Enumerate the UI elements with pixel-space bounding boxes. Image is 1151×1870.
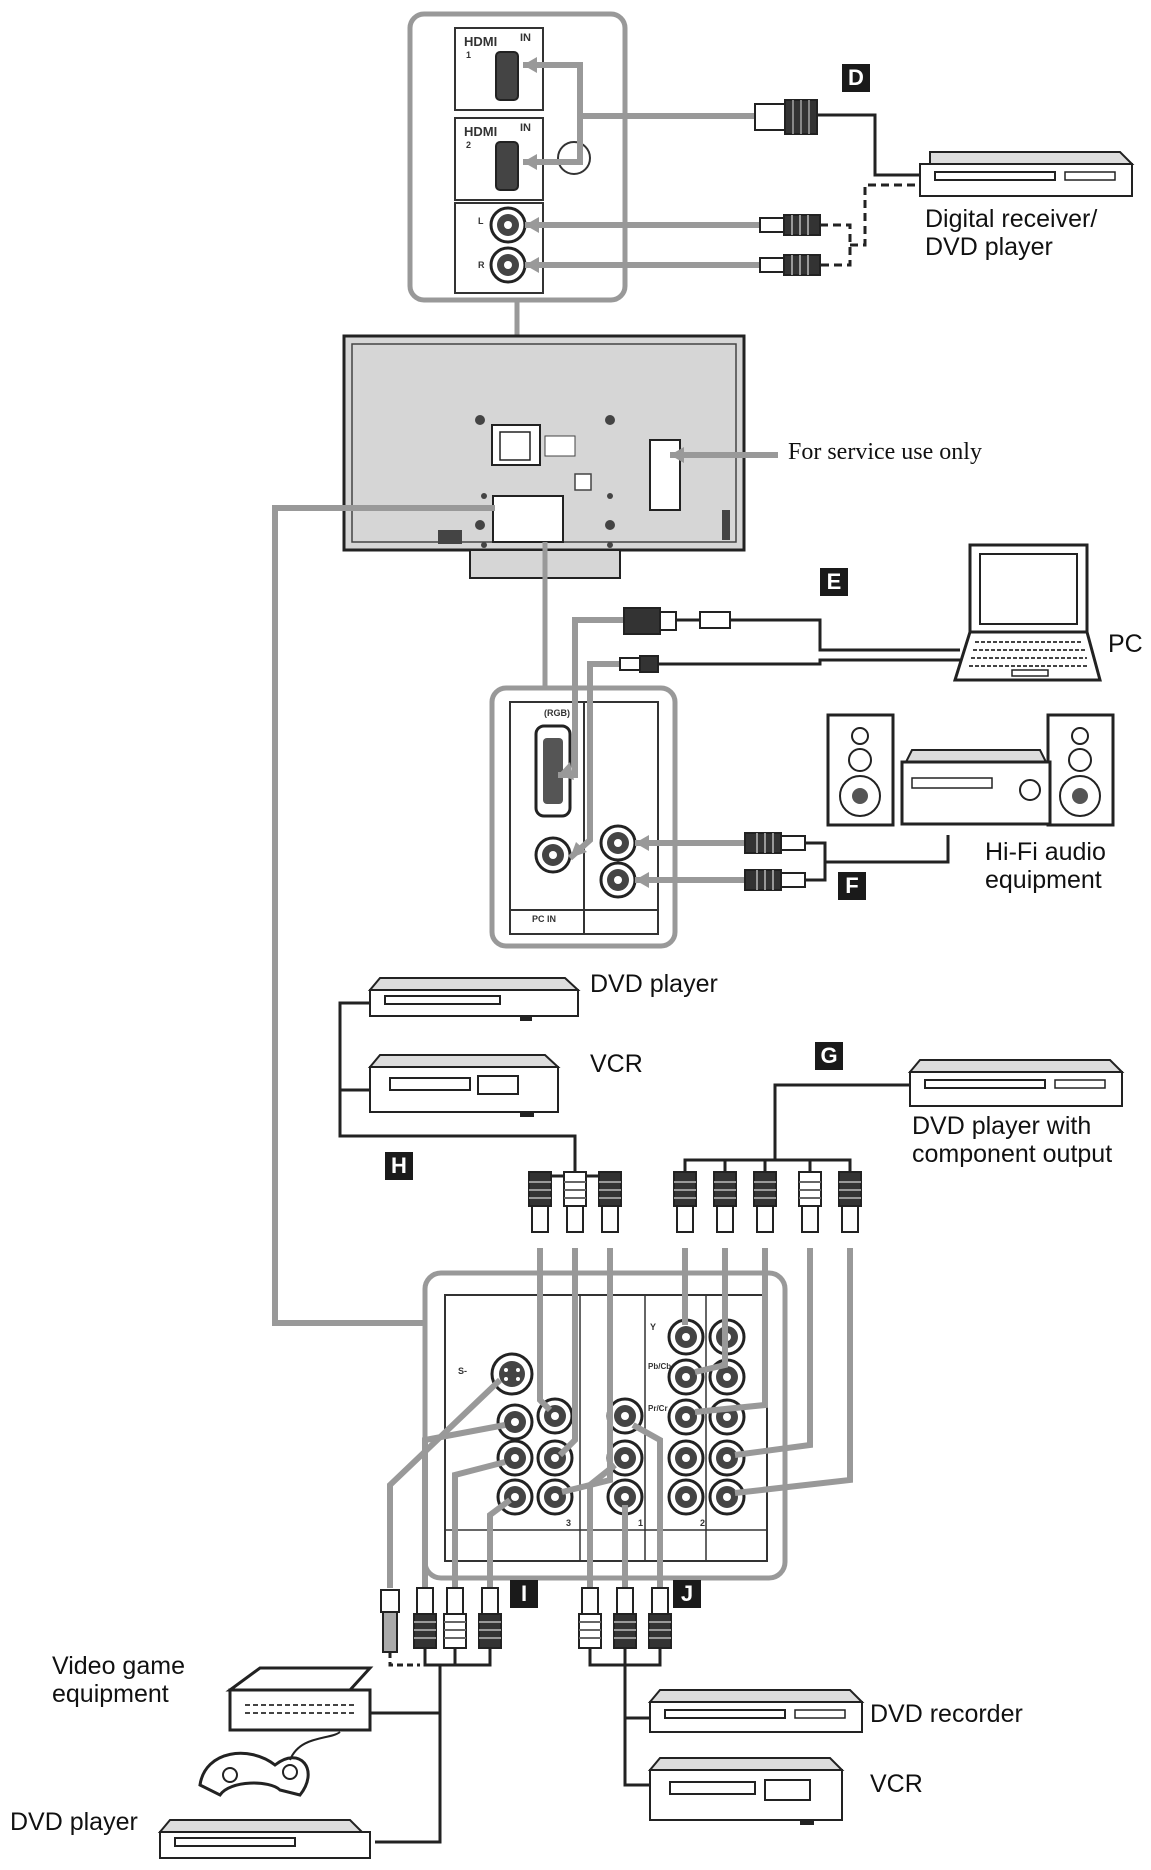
dvd-component-label-1: DVD player with xyxy=(912,1112,1092,1140)
hdmi-1-port xyxy=(495,51,519,101)
dvd-component-device xyxy=(907,1059,1125,1107)
hifi-device xyxy=(826,713,1115,827)
hdmi-audio-l-jack xyxy=(489,206,527,244)
laptop-device xyxy=(952,543,1102,682)
hdmi-1-in: IN xyxy=(520,32,531,44)
dvd-component-label-2: component output xyxy=(912,1140,1113,1168)
audio-out-r-jack xyxy=(599,861,637,899)
hifi-label-2: equipment xyxy=(985,866,1102,894)
dvd-player-bottom-device xyxy=(157,1819,371,1859)
marker-e: E xyxy=(820,568,848,596)
pc-audio-jack xyxy=(534,836,572,874)
video-game-device xyxy=(198,1666,374,1797)
dvd-player-top-label: DVD player xyxy=(590,970,718,998)
video-game-label-1: Video game xyxy=(52,1652,185,1680)
dvd-player-bottom-label: DVD player xyxy=(10,1808,138,1836)
digital-receiver-label-2: DVD player xyxy=(925,233,1053,261)
hdmi-1-number: 1 xyxy=(466,50,472,60)
hdmi-audio-r-jack xyxy=(489,246,527,284)
y-label: Y xyxy=(650,1322,657,1332)
hdmi-2-port xyxy=(495,141,519,191)
digital-receiver-label-1: Digital receiver/ xyxy=(925,205,1098,233)
audio-l-label: L xyxy=(478,216,484,226)
group-3-label: 3 xyxy=(566,1518,572,1528)
av-panel xyxy=(422,1270,788,1581)
marker-h: H xyxy=(385,1152,413,1180)
hifi-label-1: Hi-Fi audio xyxy=(985,838,1106,866)
s-video-plug xyxy=(380,1589,400,1653)
service-use-label: For service use only xyxy=(788,439,982,465)
group-2-label: 2 xyxy=(700,1518,706,1528)
pb-label: Pb/Cb xyxy=(648,1362,672,1371)
vcr-top-label: VCR xyxy=(590,1050,643,1078)
marker-f: F xyxy=(838,872,866,900)
pr-label: Pr/Cr xyxy=(648,1404,668,1413)
hdmi-1-logo: HDMI xyxy=(464,34,498,49)
hdmi-panel xyxy=(407,11,628,303)
s-video-label: S- xyxy=(458,1366,467,1376)
marker-d: D xyxy=(842,64,870,92)
hdmi-2-logo: HDMI xyxy=(464,124,498,139)
hdmi-2-number: 2 xyxy=(466,140,472,150)
tv-back xyxy=(342,334,746,579)
pc-label: PC xyxy=(1108,630,1143,658)
marker-g: G xyxy=(815,1042,843,1070)
pc-panel xyxy=(489,685,678,949)
marker-i: I xyxy=(510,1580,538,1608)
group-1-label: 1 xyxy=(638,1518,644,1528)
audio-out-l-jack xyxy=(599,824,637,862)
vcr-bottom-label: VCR xyxy=(870,1770,923,1798)
marker-j: J xyxy=(673,1580,701,1608)
vcr-bottom-device xyxy=(647,1757,845,1825)
video-game-label-2: equipment xyxy=(52,1680,169,1708)
dvd-recorder-device xyxy=(647,1689,865,1733)
hdmi-2-in: IN xyxy=(520,122,531,134)
vcr-top-device xyxy=(367,1054,561,1117)
hdmi-cable xyxy=(523,62,755,165)
dvd-player-top-device xyxy=(367,977,581,1021)
dvd-recorder-label: DVD recorder xyxy=(870,1700,1023,1728)
audio-r-label: R xyxy=(478,260,485,270)
rgb-label: (RGB) xyxy=(544,708,570,718)
pc-in-label: PC IN xyxy=(532,914,557,924)
digital-receiver-device xyxy=(919,151,1135,197)
